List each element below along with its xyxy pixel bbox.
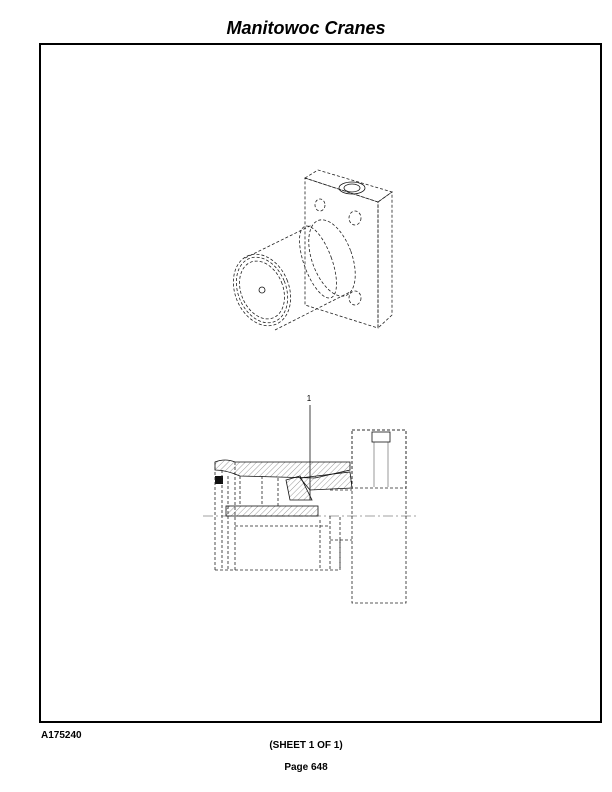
seat-section xyxy=(299,471,353,491)
mount-hole xyxy=(314,198,326,212)
block-top-face xyxy=(304,169,393,203)
document-id: A175240 xyxy=(41,730,82,741)
mount-block xyxy=(351,429,407,604)
poppet-section xyxy=(285,475,313,501)
cylinder-back xyxy=(308,219,356,297)
section-view xyxy=(203,429,418,604)
front-ring-inner xyxy=(239,260,285,320)
seal-ring xyxy=(215,476,223,484)
front-ring-outer xyxy=(232,253,292,327)
block-side-face xyxy=(377,191,393,329)
housing-outline xyxy=(214,462,341,571)
mount-block-section xyxy=(351,429,407,489)
cylinder-edges xyxy=(244,224,351,331)
spring-section xyxy=(225,505,319,517)
page-number: Page 648 xyxy=(284,762,328,773)
port-bore xyxy=(371,431,391,443)
top-port xyxy=(338,181,366,195)
block-interface-lines xyxy=(330,489,352,570)
block-front-face xyxy=(304,177,379,329)
center-orifice xyxy=(258,286,266,294)
top-port-inner xyxy=(343,183,361,193)
mount-hole xyxy=(348,290,362,306)
page-title: Manitowoc Cranes xyxy=(226,18,386,38)
callout-number: 1 xyxy=(307,394,312,403)
housing-inner-lines xyxy=(221,470,229,570)
isometric-view xyxy=(232,169,393,331)
sheet-label: (SHEET 1 OF 1) xyxy=(269,740,343,751)
cylinder-band xyxy=(299,225,337,299)
drawing-frame xyxy=(39,43,602,723)
cylinder-bore-lines xyxy=(239,476,279,506)
mount-hole xyxy=(348,210,362,226)
front-ring xyxy=(235,256,289,324)
lower-housing-lines xyxy=(235,516,331,570)
